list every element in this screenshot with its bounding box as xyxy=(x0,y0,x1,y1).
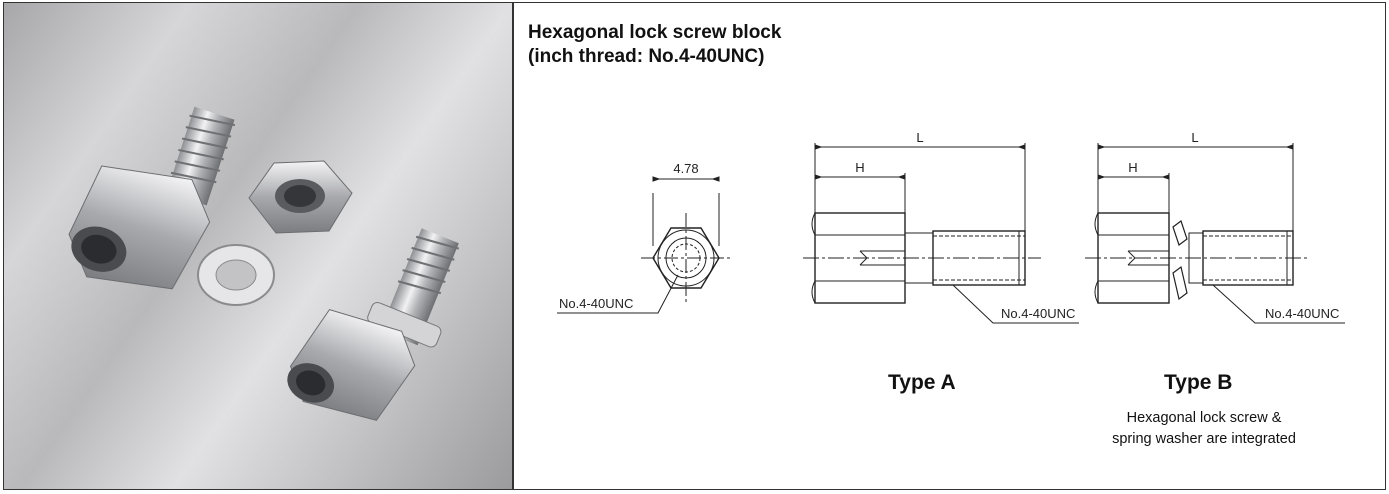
type-a-hex-length-dimension: H xyxy=(855,160,864,175)
lock-screw-right xyxy=(287,228,460,421)
type-a-drawing: L H No xyxy=(803,130,1079,324)
type-b-length-dimension: L xyxy=(1191,130,1198,145)
type-b-note: Hexagonal lock screw & spring washer are… xyxy=(1054,408,1354,450)
type-b-thread-callout: No.4-40UNC xyxy=(1265,306,1339,321)
block-title: Hexagonal lock screw block (inch thread:… xyxy=(528,21,781,69)
technical-drawing: 4.78 No.4-40UNC L H xyxy=(557,130,1345,324)
product-photo-illustration xyxy=(68,106,460,421)
type-b-label: Type B xyxy=(1164,371,1233,394)
front-view: 4.78 No.4-40UNC xyxy=(557,161,731,314)
product-panel: Hexagonal lock screw block (inch thread:… xyxy=(3,2,1386,490)
title-line-2: (inch thread: No.4-40UNC) xyxy=(528,46,765,67)
type-b-drawing: L H xyxy=(1085,130,1345,324)
front-thread-callout: No.4-40UNC xyxy=(559,296,633,311)
front-width-dimension: 4.78 xyxy=(673,161,698,176)
type-b-note-line-1: Hexagonal lock screw & xyxy=(1126,410,1282,426)
lock-screw-left xyxy=(68,106,236,290)
type-b-note-line-2: spring washer are integrated xyxy=(1112,431,1296,447)
spring-washer xyxy=(197,244,275,306)
type-a-label: Type A xyxy=(888,371,956,394)
hex-nut xyxy=(248,160,353,234)
type-a-length-dimension: L xyxy=(916,130,923,145)
type-b-hex-length-dimension: H xyxy=(1128,160,1137,175)
type-a-thread-callout: No.4-40UNC xyxy=(1001,306,1075,321)
product-photo xyxy=(4,3,514,489)
title-line-1: Hexagonal lock screw block xyxy=(528,22,782,43)
